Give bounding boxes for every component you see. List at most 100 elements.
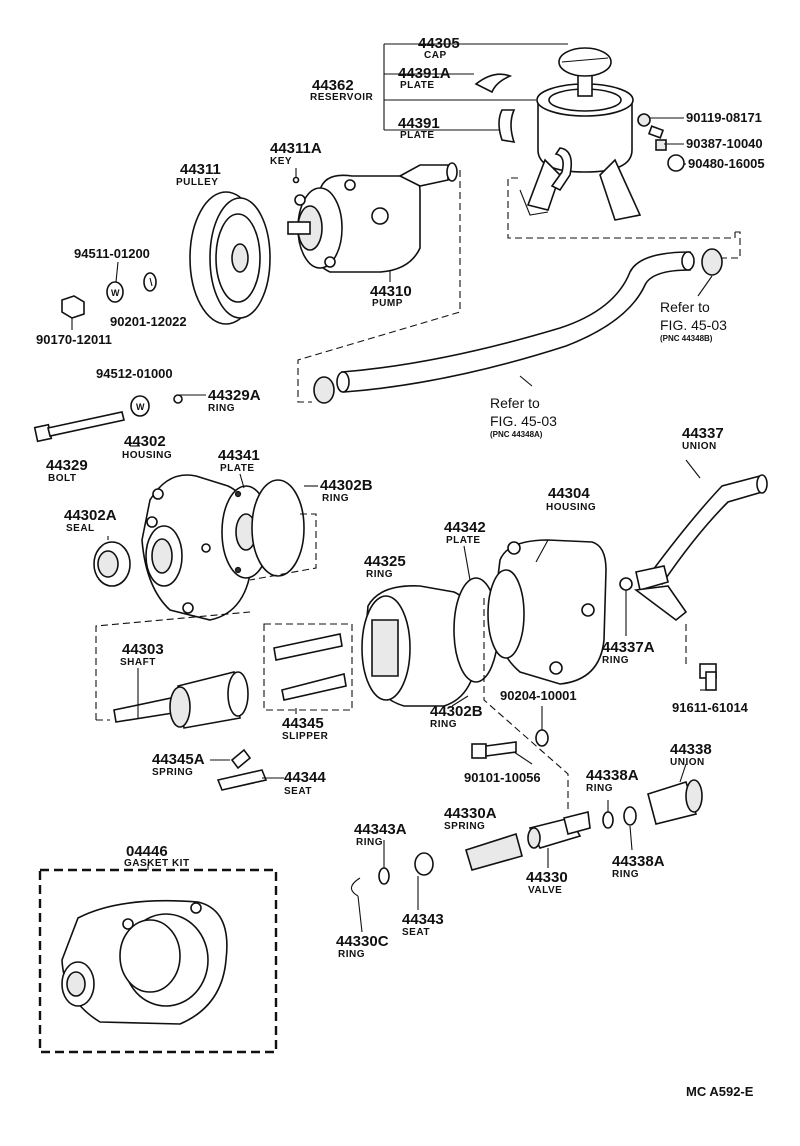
ring-routing-line xyxy=(249,513,317,581)
label-44391A: 44391A PLATE xyxy=(398,65,451,91)
label-44302A: 44302A SEAL xyxy=(64,507,117,534)
svg-text:44325: 44325 xyxy=(364,553,406,570)
label-44329: 44329 BOLT xyxy=(46,457,88,484)
svg-text:UNION: UNION xyxy=(670,757,705,768)
washer-mark-94511: W xyxy=(111,288,120,298)
svg-text:44329A: 44329A xyxy=(208,387,261,404)
cam-ring-44325 xyxy=(361,585,479,707)
svg-text:BOLT: BOLT xyxy=(48,473,76,484)
label-94511: 94511-01200 xyxy=(74,246,150,261)
label-44305: 44305 CAP xyxy=(418,35,460,61)
pump-assembly-44310 xyxy=(287,162,458,273)
svg-text:RING: RING xyxy=(322,493,349,504)
label-90101: 90101-10056 xyxy=(464,770,541,785)
label-44338A-top: 44338A RING xyxy=(586,767,639,794)
svg-text:44345: 44345 xyxy=(282,715,324,732)
label-44330A: 44330A SPRING xyxy=(444,805,497,832)
washer-94512 xyxy=(130,395,150,417)
ring-44338A-bottom xyxy=(623,806,637,826)
slipper-box xyxy=(263,623,353,711)
figure-code: MC A592-E xyxy=(686,1084,754,1099)
svg-text:PUMP: PUMP xyxy=(372,298,403,309)
label-44330: 44330 VALVE xyxy=(526,869,568,896)
svg-text:HOUSING: HOUSING xyxy=(546,502,596,513)
svg-text:44338: 44338 xyxy=(670,741,712,758)
leader-lines xyxy=(71,43,713,933)
label-04446: 04446 GASKET KIT xyxy=(124,843,189,869)
label-44362: 44362 RESERVOIR xyxy=(310,77,373,103)
svg-text:44302A: 44302A xyxy=(64,507,117,524)
svg-text:SEAT: SEAT xyxy=(402,927,430,938)
svg-text:UNION: UNION xyxy=(682,441,717,452)
svg-text:PLATE: PLATE xyxy=(446,535,481,546)
label-44338: 44338 UNION xyxy=(670,741,712,768)
union-44337 xyxy=(633,474,768,622)
svg-text:RING: RING xyxy=(602,655,629,666)
svg-text:44362: 44362 xyxy=(312,77,354,94)
label-44343: 44343 SEAT xyxy=(402,911,444,938)
gasket-kit-04446 xyxy=(61,899,228,1025)
gasket-90204 xyxy=(535,729,549,747)
pulley-fasteners xyxy=(61,272,157,319)
seat-44343 xyxy=(414,852,434,876)
svg-text:SLIPPER: SLIPPER xyxy=(282,731,329,742)
washer-mark-94512: W xyxy=(136,402,145,412)
seat-44344 xyxy=(216,769,268,791)
svg-text:PLATE: PLATE xyxy=(220,463,255,474)
svg-text:SPRING: SPRING xyxy=(444,821,485,832)
reservoir-fittings xyxy=(637,113,685,172)
housing-routing-line xyxy=(483,598,569,812)
label-90119: 90119-08171 xyxy=(686,110,762,125)
pump-hose-routing-line xyxy=(297,170,461,403)
label-44337: 44337 UNION xyxy=(682,425,724,452)
svg-text:FIG. 45-03: FIG. 45-03 xyxy=(490,413,557,429)
svg-text:RING: RING xyxy=(208,403,235,414)
label-44329A: 44329A RING xyxy=(208,387,261,414)
label-44302B-bottom: 44302B RING xyxy=(430,703,483,730)
svg-text:44310: 44310 xyxy=(370,283,412,300)
svg-text:44337: 44337 xyxy=(682,425,724,442)
svg-text:RING: RING xyxy=(430,719,457,730)
svg-text:RING: RING xyxy=(586,783,613,794)
spring-44345A xyxy=(230,748,252,770)
snap-ring-44330C xyxy=(350,877,361,897)
union-44338 xyxy=(647,779,703,825)
svg-text:PLATE: PLATE xyxy=(400,130,435,141)
svg-text:44302: 44302 xyxy=(124,433,166,450)
label-44345: 44345 SLIPPER xyxy=(282,715,329,742)
label-44330C: 44330C RING xyxy=(336,933,389,960)
svg-text:(PNC 44348A): (PNC 44348A) xyxy=(490,430,543,439)
housing-44304 xyxy=(487,539,607,685)
label-94512: 94512-01000 xyxy=(96,366,173,381)
svg-text:44391A: 44391A xyxy=(398,65,451,82)
svg-text:44329: 44329 xyxy=(46,457,88,474)
label-90201: 90201-12022 xyxy=(110,314,187,329)
svg-text:44303: 44303 xyxy=(122,641,164,658)
svg-text:44302B: 44302B xyxy=(430,703,483,720)
shaft-44303 xyxy=(113,671,249,729)
label-44337A: 44337A RING xyxy=(602,639,655,666)
ring-44343A xyxy=(378,867,390,885)
svg-text:FIG. 45-03: FIG. 45-03 xyxy=(660,317,727,333)
svg-text:44345A: 44345A xyxy=(152,751,205,768)
svg-text:SPRING: SPRING xyxy=(152,767,193,778)
reservoir-assembly xyxy=(474,47,741,259)
svg-text:44311A: 44311A xyxy=(270,140,322,157)
svg-text:44311: 44311 xyxy=(180,161,221,178)
svg-text:04446: 04446 xyxy=(126,843,168,860)
ring-44337A xyxy=(619,577,633,591)
svg-text:44341: 44341 xyxy=(218,447,260,464)
label-44345A: 44345A SPRING xyxy=(152,751,205,778)
ring-44329A xyxy=(173,394,183,404)
svg-text:44304: 44304 xyxy=(548,485,590,502)
svg-text:(PNC 44348B): (PNC 44348B) xyxy=(660,334,713,343)
label-44342: 44342 PLATE xyxy=(444,519,486,546)
label-44343A: 44343A RING xyxy=(354,821,407,848)
svg-text:44391: 44391 xyxy=(398,115,440,132)
ring-44302B-top xyxy=(251,479,305,577)
svg-text:PULLEY: PULLEY xyxy=(176,177,218,188)
label-44310: 44310 PUMP xyxy=(370,283,412,309)
bolt-90101 xyxy=(471,741,517,759)
seal-44302A xyxy=(93,541,131,587)
